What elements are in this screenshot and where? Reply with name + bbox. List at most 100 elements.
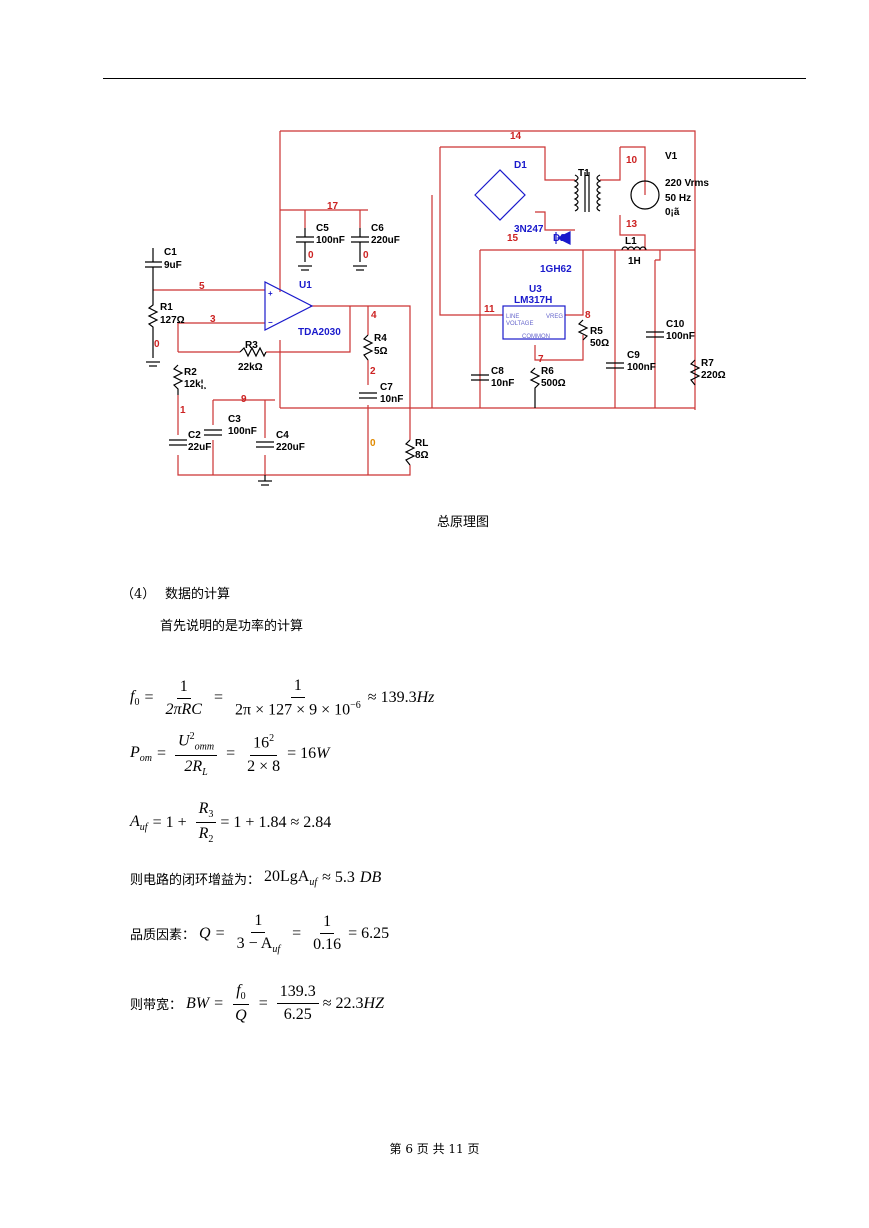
label-u3: U3 xyxy=(529,284,542,295)
label-bridge: 3N247 xyxy=(514,224,544,235)
label-v1-b: 50 Hz xyxy=(665,193,691,204)
eq-label: 则带宽： xyxy=(130,998,183,1014)
eq-num: 139.3 xyxy=(276,983,319,1005)
net-label: 15 xyxy=(507,233,519,244)
label-r7: R7 xyxy=(701,358,714,369)
eq-den: 6.25 xyxy=(283,1006,312,1024)
label-c5: C5 xyxy=(316,223,329,234)
section-number: （4） xyxy=(121,587,156,602)
net-label: 8 xyxy=(585,310,591,321)
label-u3-common: COMMON xyxy=(522,334,550,340)
label-u3-vreg: VREG xyxy=(546,314,563,320)
net-label: 0 xyxy=(363,250,369,261)
net-label: 2 xyxy=(370,366,376,377)
net-label: 4 xyxy=(371,310,377,321)
eq-sub: 2 xyxy=(208,834,214,846)
label-r5-value: 50Ω xyxy=(590,338,609,349)
label-pin-minus: − xyxy=(268,318,273,327)
eq-sub: 0 xyxy=(134,697,140,709)
label-r1-value: 127Ω xyxy=(160,315,185,326)
label-d1: D1 xyxy=(514,160,527,171)
eq-op: = 1 + xyxy=(152,813,187,831)
eq-expr: 20LgA xyxy=(264,868,310,885)
eq-den: 2 × 8 xyxy=(247,757,281,775)
eq-result: = 16 xyxy=(287,745,317,763)
label-c4: C4 xyxy=(276,430,289,441)
net-label: 0 xyxy=(370,438,376,449)
schematic-labels: 14 17 10 13 15 5 3 4 2 9 1 0 0 0 0 11 8 … xyxy=(154,131,726,461)
label-pin-plus: + xyxy=(268,289,273,298)
label-c7: C7 xyxy=(380,382,393,393)
label-r6-value: 500Ω xyxy=(541,378,566,389)
eq-result: = 1 + 1.84 ≈ 2.84 xyxy=(220,813,332,831)
label-r1: R1 xyxy=(160,302,173,313)
eq-result: ≈ 22.3 xyxy=(322,994,364,1012)
eq-den: 2π × 127 × 9 × 10 xyxy=(234,701,351,719)
label-r2: R2 xyxy=(184,367,197,378)
label-c7-value: 10nF xyxy=(380,394,403,405)
label-rl: RL xyxy=(415,438,428,449)
eq-num: U xyxy=(178,732,190,750)
eq-symbol: A xyxy=(130,812,140,830)
circuit-schematic: 14 17 10 13 15 5 3 4 2 9 1 0 0 0 0 11 8 … xyxy=(145,130,726,486)
eq-den: 2R xyxy=(184,757,203,775)
label-r2-value: 12k¦¸ xyxy=(184,379,207,390)
label-l1: L1 xyxy=(625,236,637,247)
section-title: 数据的计算 xyxy=(165,587,231,602)
eq-result: = 6.25 xyxy=(348,924,390,942)
label-c8: C8 xyxy=(491,366,504,377)
eq-sub: uf xyxy=(139,821,148,833)
eq-sub: om xyxy=(139,753,153,765)
label-c10: C10 xyxy=(666,319,685,330)
eq-num: 1 xyxy=(290,677,305,698)
label-d2-value: 1GH62 xyxy=(540,264,572,275)
label-c1-value: 9uF xyxy=(164,260,182,271)
label-r3-value: 22kΩ xyxy=(238,362,263,373)
label-r4-value: 5Ω xyxy=(374,346,388,357)
label-v1-a: 220 Vrms xyxy=(665,178,709,189)
eq-sub: 3 xyxy=(208,809,214,821)
net-label: 17 xyxy=(327,201,339,212)
label-u3-voltage: VOLTAGE xyxy=(506,321,533,327)
label-c6-value: 220uF xyxy=(371,235,400,246)
net-label: 11 xyxy=(484,304,495,315)
label-u3-value: LM317H xyxy=(514,295,552,306)
label-c9-value: 100nF xyxy=(627,362,656,373)
label-c3-value: 100nF xyxy=(228,426,257,437)
eq-symbol: P xyxy=(130,744,140,762)
eq-num: 1 xyxy=(251,912,266,933)
eq-unit: Hz xyxy=(416,689,435,707)
label-r5: R5 xyxy=(590,326,603,337)
eq-den: 3 − A xyxy=(236,935,273,952)
eq-den: R xyxy=(198,825,209,843)
eq-num: 16 xyxy=(253,734,270,752)
eq-num: 1 xyxy=(176,678,191,699)
intro-text: 首先说明的是功率的计算 xyxy=(160,619,304,634)
eq-sup: −6 xyxy=(350,700,361,711)
eq-sub: 0 xyxy=(240,991,246,1003)
eq-label: 品质因素： xyxy=(130,928,196,944)
eq-result: ≈ 5.3 xyxy=(322,869,355,887)
eq-unit: DB xyxy=(359,869,382,887)
eq-sub: L xyxy=(202,766,208,778)
label-rl-value: 8Ω xyxy=(415,450,429,461)
label-c3: C3 xyxy=(228,414,241,425)
net-label: 3 xyxy=(210,314,216,325)
net-label: 0 xyxy=(154,339,160,350)
label-v1: V1 xyxy=(665,151,678,162)
eq-sub: uf xyxy=(309,877,318,889)
label-c6: C6 xyxy=(371,223,384,234)
label-d2: D2 xyxy=(553,233,566,244)
eq-label: 则电路的闭环增益为： xyxy=(130,872,261,888)
label-t1: T1 xyxy=(578,168,590,179)
eq-sup: 2 xyxy=(269,733,275,745)
eq-den: Q xyxy=(235,1007,247,1025)
label-c4-value: 220uF xyxy=(276,442,305,453)
eq-den: 2πRC xyxy=(165,700,202,718)
components xyxy=(145,169,701,486)
eq-unit: HZ xyxy=(363,994,384,1012)
